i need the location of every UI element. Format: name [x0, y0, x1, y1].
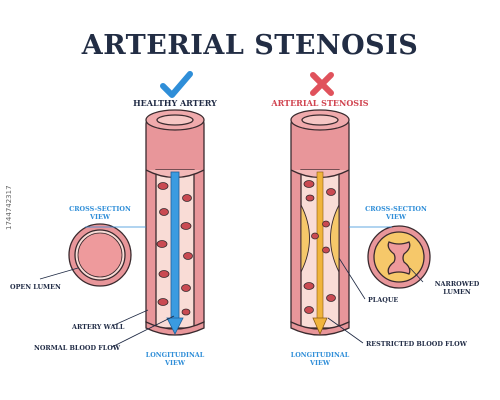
cross-icon	[310, 72, 334, 96]
check-icon	[160, 71, 193, 98]
narrowed-lumen-label: NARROWED LUMEN	[434, 280, 480, 296]
healthy-longitudinal-label: LONGITUDINAL VIEW	[145, 351, 205, 367]
healthy-blood-cells	[156, 182, 193, 316]
healthy-cross-section-label: CROSS-SECTION VIEW	[69, 205, 131, 221]
stenosis-longitudinal-label: LONGITUDINAL VIEW	[290, 351, 350, 367]
plaque-label: PLAQUE	[368, 296, 399, 304]
leader-lines	[39, 257, 424, 348]
healthy-cross-section	[68, 223, 132, 287]
normal-blood-flow-label: NORMAL BLOOD FLOW	[34, 344, 121, 352]
open-lumen-label: OPEN LUMEN	[10, 283, 61, 291]
stenosis-blood-cells	[303, 180, 336, 314]
restricted-blood-flow-label: RESTRICTED BLOOD FLOW	[366, 340, 467, 348]
plaque-deposit	[300, 204, 340, 273]
normal-flow-arrow-icon	[166, 317, 184, 335]
page-title: ARTERIAL STENOSIS	[81, 30, 419, 61]
artery-wall-label: ARTERY WALL	[72, 323, 125, 331]
watermark-id: 1744742317	[5, 185, 13, 230]
narrowed-cross-section	[367, 225, 431, 289]
restricted-blood-flow-stream	[316, 171, 324, 323]
healthy-artery-heading: HEALTHY ARTERY	[133, 98, 217, 108]
normal-blood-flow-stream	[170, 171, 180, 323]
stenosis-heading: ARTERIAL STENOSIS	[271, 98, 369, 108]
restricted-flow-arrow-icon	[312, 317, 328, 335]
stenosis-cross-section-label: CROSS-SECTION VIEW	[365, 205, 427, 221]
